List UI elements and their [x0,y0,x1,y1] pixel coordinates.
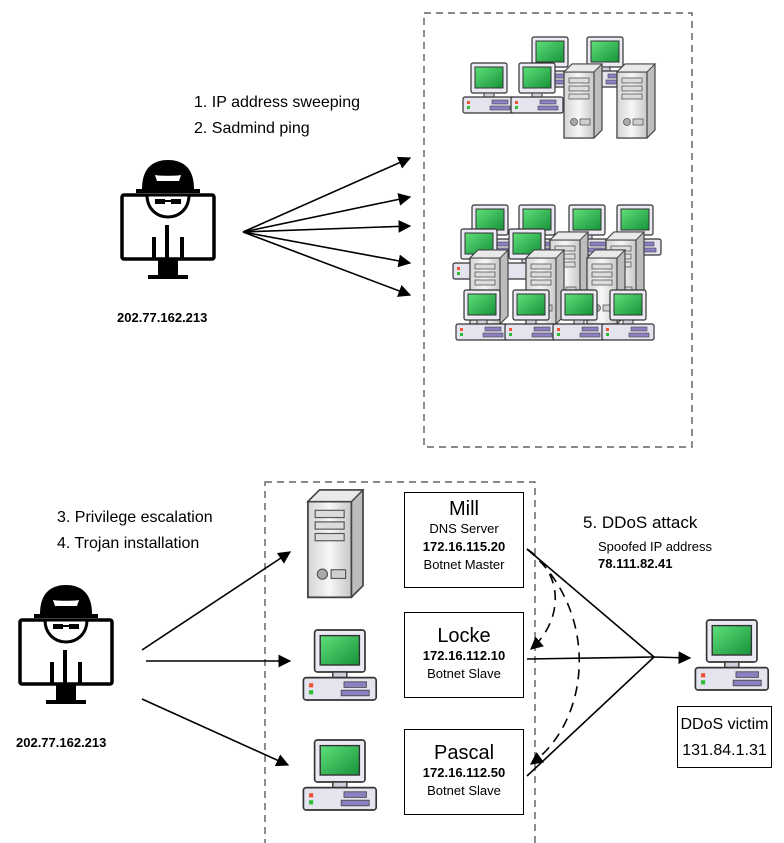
control-arrow-pascal [526,548,580,765]
top-attacker-ip: 202.77.162.213 [117,310,208,325]
spoofed-ip-value: 78.111.82.41 [598,556,673,571]
host-desc-locke: Botnet Slave [427,666,501,681]
botnet-zone [264,481,536,843]
ddos-line-mill [526,548,655,658]
ddos-arrows [526,548,692,777]
host-name-pascal: Pascal [433,742,495,764]
infection-arrows [141,551,292,767]
host-name-mill: Mill [449,498,479,520]
sweep-arrow-2 [242,193,412,233]
host-desc-pascal: Botnet Slave [427,783,501,798]
step-sadmind-ping: 2. Sadmind ping [194,120,310,137]
host-card-mill: Mill DNS Server 172.16.115.20 Botnet Mas… [404,492,524,588]
spoofed-ip-label: Spoofed IP address [598,539,712,554]
victim-card: DDoS victim 131.84.1.31 [677,706,772,768]
host-role-mill: DNS Server [429,521,499,536]
host-ip-pascal: 172.16.112.50 [422,765,506,780]
host-cluster-small [462,36,668,139]
host-ip-mill: 172.16.115.20 [422,539,506,554]
bottom-attacker-icon [18,583,114,706]
host-card-locke: Locke 172.16.112.10 Botnet Slave [404,612,524,698]
sweep-arrow-3 [242,220,412,233]
sweep-arrow-1 [242,156,412,233]
step-privilege-escalation: 3. Privilege escalation [57,509,213,526]
pascal-computer-icon [302,739,378,811]
victim-computer-icon [694,619,770,691]
infect-arrow-mill [141,551,292,651]
ddos-attack-title: 5. DDoS attack [583,513,698,532]
mill-server-icon [298,489,393,599]
sweep-arrow-4 [242,231,412,268]
ddos-arrow-victim [653,651,692,665]
infect-arrow-pascal [141,698,290,767]
bottom-attacker-ip: 202.77.162.213 [16,735,107,750]
ddos-line-pascal [526,656,655,777]
host-card-pascal: Pascal 172.16.112.50 Botnet Slave [404,729,524,815]
scan-target-zone [423,12,693,448]
top-attacker-icon [120,158,216,281]
host-desc-mill: Botnet Master [423,557,505,572]
ddos-line-locke [526,656,655,660]
locke-computer-icon [302,629,378,701]
host-cluster-large [452,204,668,341]
step-trojan-installation: 4. Trojan installation [57,535,200,552]
control-arrows [526,548,580,765]
host-name-locke: Locke [437,625,491,647]
host-ip-locke: 172.16.112.10 [422,648,506,663]
victim-label: DDoS victim [680,716,769,733]
step-ip-sweeping: 1. IP address sweeping [194,94,361,111]
victim-ip: 131.84.1.31 [682,742,767,759]
sweep-arrows [242,156,412,297]
sweep-arrow-5 [242,231,412,297]
control-arrow-locke [526,548,557,650]
